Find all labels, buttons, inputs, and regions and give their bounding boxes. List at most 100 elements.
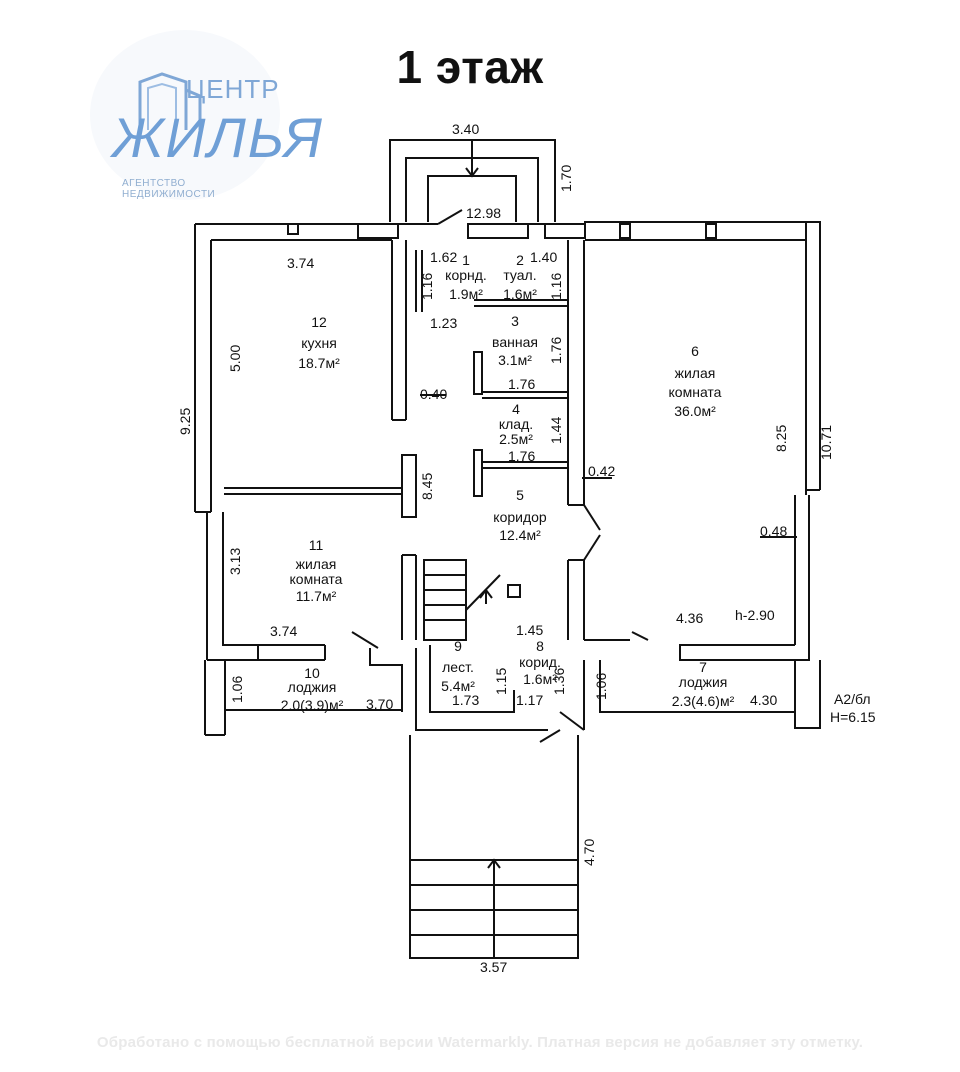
room-7-name: лоджия (679, 674, 728, 690)
watermark-text: Обработано с помощью бесплатной версии W… (96, 1034, 864, 1051)
dim-1-15: 1.15 (493, 668, 509, 695)
porch-arrow (465, 140, 479, 178)
dim-steps-width: 3.57 (480, 959, 507, 975)
room6-right-lower-wall (740, 495, 810, 661)
room-5-number: 5 (516, 487, 524, 503)
staircase (423, 559, 467, 641)
entry-door (437, 209, 463, 225)
dim-room11-width: 3.74 (270, 623, 297, 639)
dim-1-45: 1.45 (516, 622, 543, 638)
note-a2: А2/бл (834, 691, 871, 707)
room-3-number: 3 (511, 313, 519, 329)
dim-steps-length: 4.70 (581, 839, 597, 866)
dim-loggia10-3-70: 3.70 (366, 696, 393, 712)
wall-cap (287, 223, 299, 235)
room-5-area: 12.4м² (499, 527, 541, 543)
dim-porch-depth: 1.70 (558, 165, 574, 192)
room6-door (583, 504, 601, 561)
dim-1-36: 1.36 (551, 668, 567, 695)
room-9-name: лест. (442, 659, 474, 675)
room-10-name: лоджия (288, 679, 337, 695)
dim-4-36: 4.36 (676, 610, 703, 626)
page-title: 1 этаж (396, 41, 544, 93)
dim-loggia7-depth: 1.06 (593, 673, 609, 700)
dim-kitchen-width: 3.74 (287, 255, 314, 271)
bath-partition (473, 351, 483, 395)
dim-left-9-25: 9.25 (177, 408, 193, 435)
room6-bottom-wall (679, 644, 740, 661)
wall-cap (467, 223, 529, 239)
room-3-name: ванная (492, 334, 538, 350)
agency-logo: ЦЕНТР ЖИЛЬЯ АГЕНТСТВО НЕДВИЖИМОСТИ (90, 30, 322, 200)
dim-porch-width: 3.40 (452, 121, 479, 137)
logo-text-main: ЖИЛЬЯ (112, 106, 324, 169)
dim-wc-1-40: 1.40 (530, 249, 557, 265)
bath-storage-wall (482, 391, 568, 399)
loggia-10-walls (204, 660, 402, 736)
room-9-area: 5.4м² (441, 678, 475, 694)
room-6-area: 36.0м² (674, 403, 716, 419)
dim-storage-height: 1.44 (548, 417, 564, 444)
wall-cap (544, 223, 586, 239)
kitchen-wall (211, 239, 407, 421)
outer-wall-top (194, 221, 821, 512)
room-4-number: 4 (512, 401, 520, 417)
room-6-name-2: комната (669, 384, 722, 400)
dim-0-42: 0.42 (588, 463, 615, 479)
room-6-number: 6 (691, 343, 699, 359)
dim-0-48: 0.48 (760, 523, 787, 539)
room-1-name: корнд. (445, 267, 487, 283)
note-height: H=6.15 (830, 709, 876, 725)
room-11-name-2: комната (290, 571, 343, 587)
loggia-10-rail (369, 648, 548, 731)
room-11-area: 11.7м² (296, 588, 337, 604)
loggia-7-walls (583, 660, 821, 730)
logo-text-top: ЦЕНТР (186, 74, 280, 104)
entry-door-2 (539, 711, 585, 743)
dim-8-45: 8.45 (419, 473, 435, 500)
room-4-name: клад. (499, 416, 533, 432)
room-4-area: 2.5м² (499, 431, 533, 447)
logo-text-sub: АГЕНТСТВО НЕДВИЖИМОСТИ (122, 178, 216, 200)
kitchen-bottom-wall (224, 487, 402, 495)
wall-cap (619, 223, 631, 239)
wall-cap (357, 223, 399, 239)
stair-landing (429, 645, 515, 713)
room-2-area: 1.6м² (503, 286, 537, 302)
room11-left-wall (195, 511, 259, 661)
room-9-number: 9 (454, 638, 462, 654)
room-2-name: туал. (503, 267, 536, 283)
room6-left-wall (567, 240, 585, 506)
room-8-number: 8 (536, 638, 544, 654)
dim-corridor-1-62: 1.62 (430, 249, 457, 265)
storage-corridor-wall (482, 461, 568, 469)
room-10-area: 2.0(3.9)м² (281, 697, 344, 713)
room-7-number: 7 (699, 659, 707, 675)
room-12-name: кухня (301, 335, 337, 351)
wc-bath-wall (474, 299, 568, 307)
dim-kitchen-height: 5.00 (227, 345, 243, 372)
stair-left-wall (401, 554, 417, 640)
dim-bath-1-76: 1.76 (508, 376, 535, 392)
wall-cap (705, 223, 717, 239)
stair-arrow (479, 588, 493, 604)
stair-steps (424, 574, 466, 621)
column-8-45 (401, 454, 417, 518)
room-6-name: жилая (675, 365, 716, 381)
loggia-doors (351, 631, 649, 649)
room-8-area: 1.6м² (523, 671, 557, 687)
dim-1-23: 1.23 (430, 315, 457, 331)
room-1-area: 1.9м² (449, 286, 483, 302)
dim-total-width: 12.98 (466, 205, 501, 221)
storage-partition (473, 449, 483, 497)
room-3-area: 3.1м² (498, 352, 532, 368)
room11-bottom-wall (258, 644, 326, 661)
dim-ceiling-height: h-2.90 (735, 607, 775, 623)
dim-loggia10-depth: 1.06 (229, 676, 245, 703)
corridor-partition (415, 250, 423, 312)
room-11-name: жилая (296, 556, 337, 572)
room-2-number: 2 (516, 252, 524, 268)
room-10-number: 10 (304, 665, 320, 681)
